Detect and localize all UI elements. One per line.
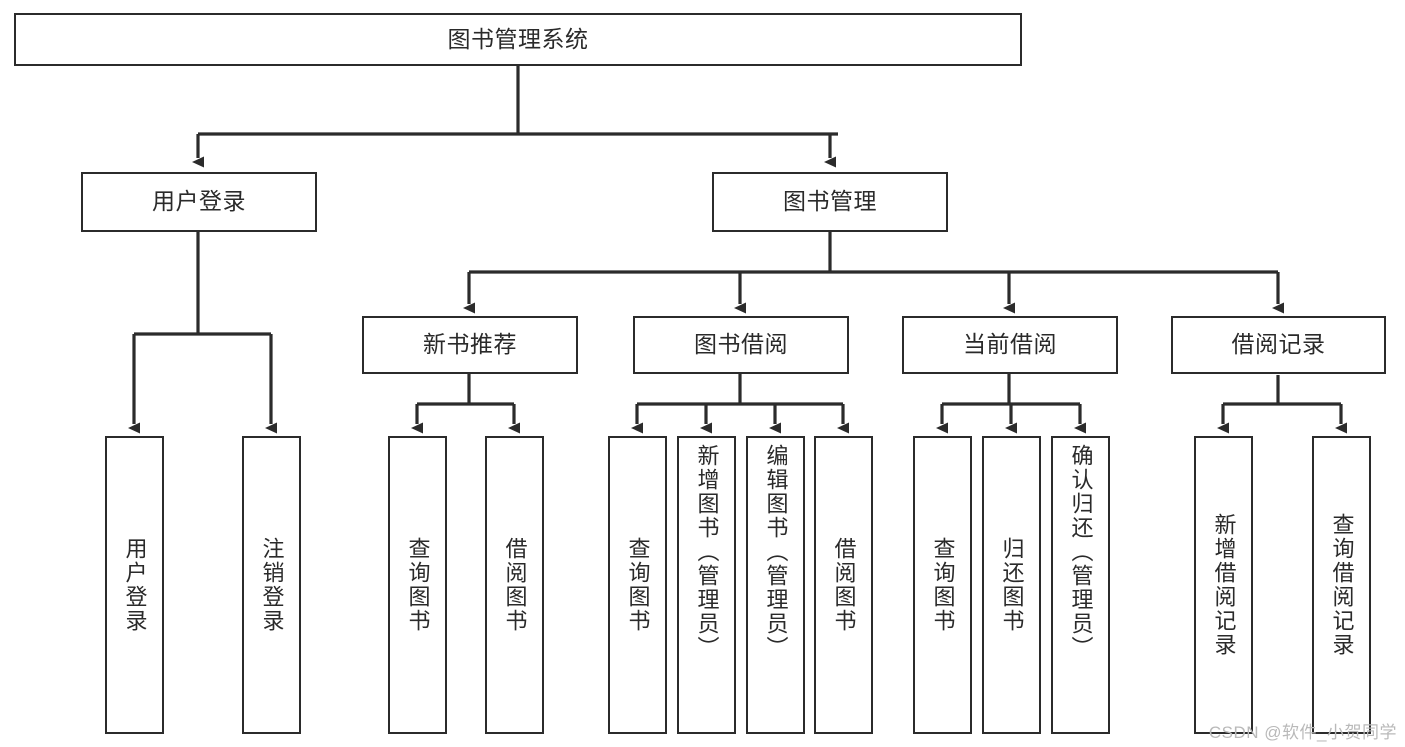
- node-new-book-recommend-label: 新书推荐: [423, 331, 517, 358]
- node-borrow-record[interactable]: 借阅记录: [1171, 316, 1386, 374]
- node-leaf-borrow-book-2-label: 借阅图书: [831, 537, 857, 633]
- node-leaf-query-book-3[interactable]: 查询图书: [913, 436, 972, 734]
- node-leaf-add-book-label: 新增图书（管理员）: [694, 444, 720, 660]
- node-leaf-add-record-label: 新增借阅记录: [1211, 513, 1237, 657]
- node-borrow-record-label: 借阅记录: [1231, 331, 1326, 358]
- node-leaf-query-book-1[interactable]: 查询图书: [388, 436, 447, 734]
- node-leaf-edit-book[interactable]: 编辑图书（管理员）: [746, 436, 805, 734]
- node-leaf-query-book-3-label: 查询图书: [930, 537, 956, 633]
- node-leaf-query-book-1-label: 查询图书: [405, 537, 431, 633]
- node-leaf-borrow-book-1[interactable]: 借阅图书: [485, 436, 544, 734]
- node-root[interactable]: 图书管理系统: [14, 13, 1022, 66]
- node-leaf-confirm-return-label: 确认归还（管理员）: [1068, 444, 1094, 660]
- node-user-login-label: 用户登录: [152, 188, 246, 215]
- node-current-borrow[interactable]: 当前借阅: [902, 316, 1118, 374]
- node-book-manage[interactable]: 图书管理: [712, 172, 948, 232]
- node-leaf-user-login-label: 用户登录: [122, 537, 148, 633]
- node-book-borrow-label: 图书借阅: [694, 331, 788, 358]
- node-leaf-query-book-2[interactable]: 查询图书: [608, 436, 667, 734]
- node-leaf-logout[interactable]: 注销登录: [242, 436, 301, 734]
- node-leaf-borrow-book-2[interactable]: 借阅图书: [814, 436, 873, 734]
- node-leaf-add-record[interactable]: 新增借阅记录: [1194, 436, 1253, 734]
- node-leaf-logout-label: 注销登录: [259, 537, 285, 633]
- node-root-label: 图书管理系统: [447, 25, 589, 52]
- node-leaf-return-book-label: 归还图书: [999, 537, 1025, 633]
- node-leaf-query-record[interactable]: 查询借阅记录: [1312, 436, 1371, 734]
- node-new-book-recommend[interactable]: 新书推荐: [362, 316, 578, 374]
- node-leaf-query-book-2-label: 查询图书: [625, 537, 651, 633]
- node-user-login[interactable]: 用户登录: [81, 172, 317, 232]
- node-leaf-query-record-label: 查询借阅记录: [1329, 513, 1355, 657]
- node-book-manage-label: 图书管理: [783, 188, 877, 215]
- node-leaf-user-login[interactable]: 用户登录: [105, 436, 164, 734]
- node-book-borrow[interactable]: 图书借阅: [633, 316, 849, 374]
- node-leaf-return-book[interactable]: 归还图书: [982, 436, 1041, 734]
- node-leaf-add-book[interactable]: 新增图书（管理员）: [677, 436, 736, 734]
- node-current-borrow-label: 当前借阅: [963, 331, 1057, 358]
- csdn-watermark: CSDN @软件_小贺同学: [1208, 723, 1397, 742]
- node-leaf-edit-book-label: 编辑图书（管理员）: [763, 444, 789, 660]
- node-leaf-confirm-return[interactable]: 确认归还（管理员）: [1051, 436, 1110, 734]
- node-leaf-borrow-book-1-label: 借阅图书: [502, 537, 528, 633]
